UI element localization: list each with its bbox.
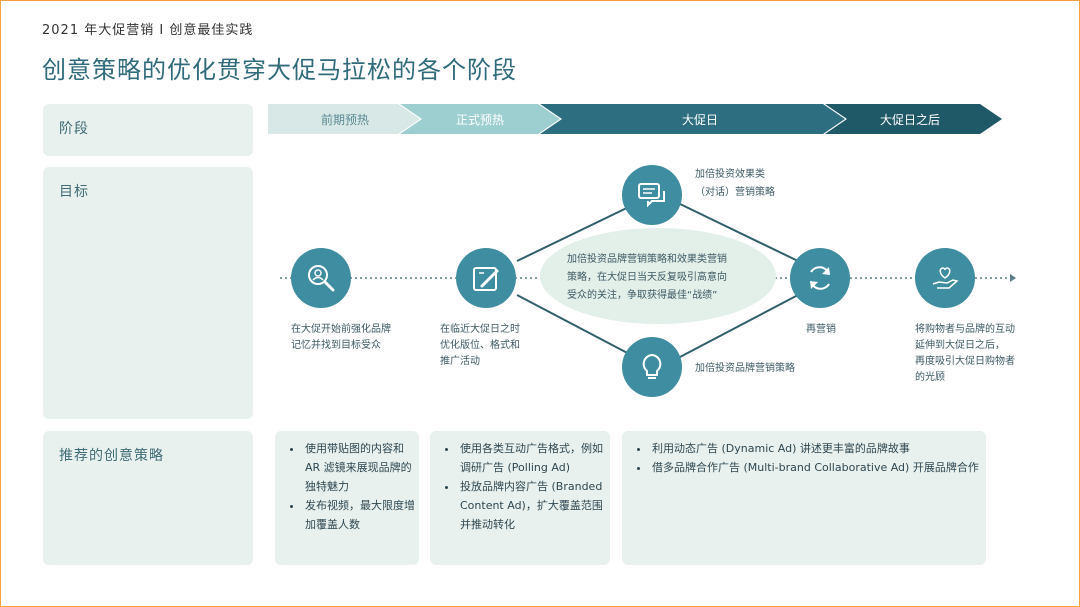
conversation-node	[622, 165, 682, 225]
strategy-box-2: 使用各类互动广告格式，例如调研广告 (Polling Ad) 投放品牌内容广告 …	[430, 431, 610, 565]
chat-icon	[638, 183, 665, 208]
stage-arrow-4	[825, 104, 1002, 134]
refresh-icon	[810, 266, 830, 290]
strategy-box-3: 利用动态广告 (Dynamic Ad) 讲述更丰富的品牌故事 借多品牌合作广告 …	[622, 431, 986, 565]
stage-arrow-2	[400, 104, 560, 134]
strategy-item: 使用带贴图的内容和 AR 滤镜来展现品牌的独特魅力	[303, 439, 419, 496]
heart-hand-icon	[932, 267, 959, 289]
line-bulb-to-refresh	[679, 294, 799, 358]
strategy-item: 借多品牌合作广告 (Multi-brand Collaborative Ad) …	[650, 458, 986, 477]
strategy-item: 使用各类互动广告格式，例如调研广告 (Polling Ad)	[458, 439, 610, 477]
line-to-bulb	[516, 294, 636, 358]
strategy-item: 发布视频，最大限度增加覆盖人数	[303, 496, 419, 534]
edit-icon	[473, 267, 499, 291]
flow-lines	[280, 203, 1016, 358]
caption-line: 再度吸引大促日购物者	[915, 356, 1015, 367]
strategy-item: 投放品牌内容广告 (Branded Content Ad)，扩大覆盖范围并推动转…	[458, 477, 610, 534]
caption-line: 记忆并找到目标受众	[291, 340, 381, 351]
page-title: 创意策略的优化贯穿大促马拉松的各个阶段	[42, 56, 517, 84]
caption-line: 加倍投资品牌营销策略	[695, 363, 795, 374]
awareness-node	[291, 248, 351, 308]
caption-line: 再营销	[806, 324, 836, 335]
center-text-line: 策略，在大促日当天反复吸引高意向	[567, 272, 727, 283]
center-text-line: 加倍投资品牌营销策略和效果类营销	[567, 254, 727, 265]
optimize-node	[456, 248, 516, 308]
stage-arrow-3	[540, 104, 845, 134]
stage-1-label: 前期预热	[320, 112, 369, 127]
center-description: 加倍投资品牌营销策略和效果类营销 策略，在大促日当天反复吸引高意向 受众的关注，…	[567, 251, 777, 305]
search-person-icon	[308, 265, 335, 292]
goal-label-text: 目标	[59, 184, 89, 200]
timeline-arrowhead	[1010, 274, 1016, 282]
caption-line: 加倍投资效果类	[695, 169, 765, 180]
brand-node	[622, 337, 682, 397]
remarketing-node	[790, 248, 850, 308]
lightbulb-icon	[642, 353, 662, 379]
caption-line: 在大促开始前强化品牌	[291, 324, 391, 335]
center-ellipse	[540, 228, 776, 324]
loyalty-node	[915, 248, 975, 308]
strategy-label-text: 推荐的创意策略	[59, 448, 164, 464]
line-to-chat	[516, 203, 636, 262]
optimize-caption: 在临近大促日之时 优化版位、格式和 推广活动	[440, 322, 520, 370]
stage-arrow-1	[268, 104, 420, 134]
stage-label-text: 阶段	[59, 121, 89, 137]
caption-line: （对话）营销策略	[695, 187, 775, 198]
caption-line: 延伸到大促日之后，	[915, 340, 1005, 351]
conversation-caption: 加倍投资效果类 （对话）营销策略	[695, 166, 775, 202]
caption-line: 推广活动	[440, 356, 480, 367]
caption-line: 在临近大促日之时	[440, 324, 520, 335]
page-header: 2021 年大促营销 I 创意最佳实践	[42, 23, 254, 38]
center-text-line: 受众的关注，争取获得最佳“战绩”	[567, 290, 718, 301]
stage-3-label: 大促日	[681, 112, 718, 127]
stage-arrows	[268, 104, 1002, 134]
strategy-item: 利用动态广告 (Dynamic Ad) 讲述更丰富的品牌故事	[650, 439, 986, 458]
caption-line: 的光顾	[915, 372, 945, 383]
strategy-row-label: 推荐的创意策略	[43, 431, 253, 565]
remarketing-caption: 再营销	[806, 322, 836, 338]
caption-line: 将购物者与品牌的互动	[915, 324, 1015, 335]
stage-row-label: 阶段	[43, 104, 253, 156]
goal-row-label: 目标	[43, 167, 253, 419]
strategy-box-1: 使用带贴图的内容和 AR 滤镜来展现品牌的独特魅力 发布视频，最大限度增加覆盖人…	[275, 431, 419, 565]
stage-2-label: 正式预热	[455, 112, 504, 127]
line-chat-to-refresh	[679, 203, 799, 262]
loyalty-caption: 将购物者与品牌的互动 延伸到大促日之后， 再度吸引大促日购物者 的光顾	[915, 322, 1015, 386]
brand-caption: 加倍投资品牌营销策略	[695, 361, 795, 377]
stage-4-label: 大促日之后	[879, 112, 940, 127]
caption-line: 优化版位、格式和	[440, 340, 520, 351]
awareness-caption: 在大促开始前强化品牌 记忆并找到目标受众	[291, 322, 391, 354]
